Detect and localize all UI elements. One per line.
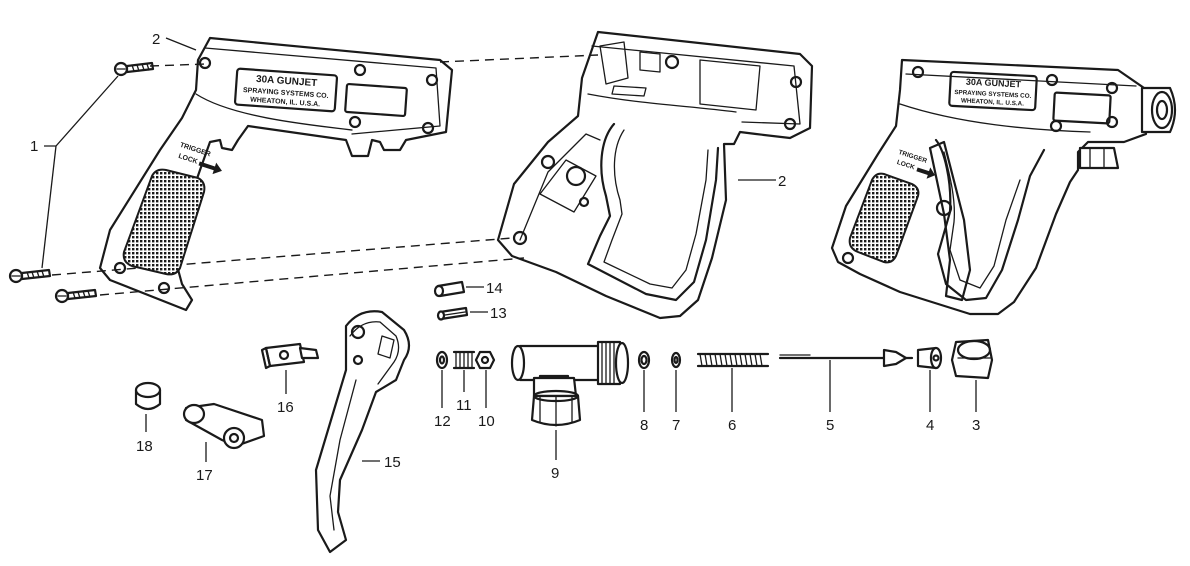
callout-2-left: 2 xyxy=(152,31,160,48)
handle-half-interior-part-2 xyxy=(496,30,814,320)
callout-11: 11 xyxy=(456,397,472,414)
callout-13: 13 xyxy=(490,305,507,322)
o-ring-part-8 xyxy=(637,350,651,370)
nameplate-model-left: 30A GUNJET xyxy=(256,74,318,89)
callout-18: 18 xyxy=(136,438,153,455)
callout-7: 7 xyxy=(672,417,680,434)
arrow-icon xyxy=(198,161,222,175)
callout-8: 8 xyxy=(640,417,648,434)
callout-1: 1 xyxy=(30,138,38,155)
trigger-lock-text-left-2: LOCK xyxy=(177,153,198,166)
tee-body-part-9 xyxy=(510,340,630,427)
nameplate-location-right: WHEATON, IL. U.S.A. xyxy=(961,97,1025,107)
bushing-part-18 xyxy=(134,381,162,411)
nameplate-model-right: 30A GUNJET xyxy=(966,77,1022,90)
callout-5: 5 xyxy=(826,417,834,434)
seat-part-4 xyxy=(916,346,943,370)
callout-9: 9 xyxy=(551,465,559,482)
callout-numbers: 1 2 2 3 4 5 6 7 8 9 10 11 12 13 14 15 16… xyxy=(30,31,980,484)
callout-2-right: 2 xyxy=(778,173,786,190)
callout-10: 10 xyxy=(478,413,495,430)
spring-part-11 xyxy=(452,350,476,370)
callout-12: 12 xyxy=(434,413,451,430)
callout-16: 16 xyxy=(277,399,294,416)
callout-15: 15 xyxy=(384,454,401,471)
block-part-16 xyxy=(260,342,320,370)
washer-part-7 xyxy=(670,351,682,369)
arrow-icon xyxy=(916,167,936,179)
callout-leader-lines xyxy=(41,37,977,462)
callout-14: 14 xyxy=(486,280,503,297)
screw-part-1-top xyxy=(113,61,155,77)
callout-17: 17 xyxy=(196,467,213,484)
lock-lever-part-17 xyxy=(182,402,266,450)
nut-part-3 xyxy=(950,338,994,380)
callout-4: 4 xyxy=(926,417,934,434)
callout-6: 6 xyxy=(728,417,736,434)
assembled-gun: 30A GUNJET SPRAYING SYSTEMS CO. WHEATON,… xyxy=(830,58,1177,316)
spring-part-6 xyxy=(696,352,770,368)
washer-part-12 xyxy=(435,350,449,370)
needle-part-5 xyxy=(778,348,914,368)
trigger-part-15 xyxy=(314,310,411,554)
trigger-lock-text-right-2: LOCK xyxy=(896,159,916,171)
callout-3: 3 xyxy=(972,417,980,434)
screw-part-1-bottom xyxy=(54,288,98,304)
pin-part-14 xyxy=(433,280,466,298)
screw-part-1-middle xyxy=(8,268,52,284)
nut-part-10 xyxy=(474,350,496,370)
roll-pin-part-13 xyxy=(436,306,469,321)
nameplate-location-left: WHEATON, IL. U.S.A. xyxy=(250,97,321,109)
nameplate-company-right: SPRAYING SYSTEMS CO. xyxy=(954,89,1032,100)
